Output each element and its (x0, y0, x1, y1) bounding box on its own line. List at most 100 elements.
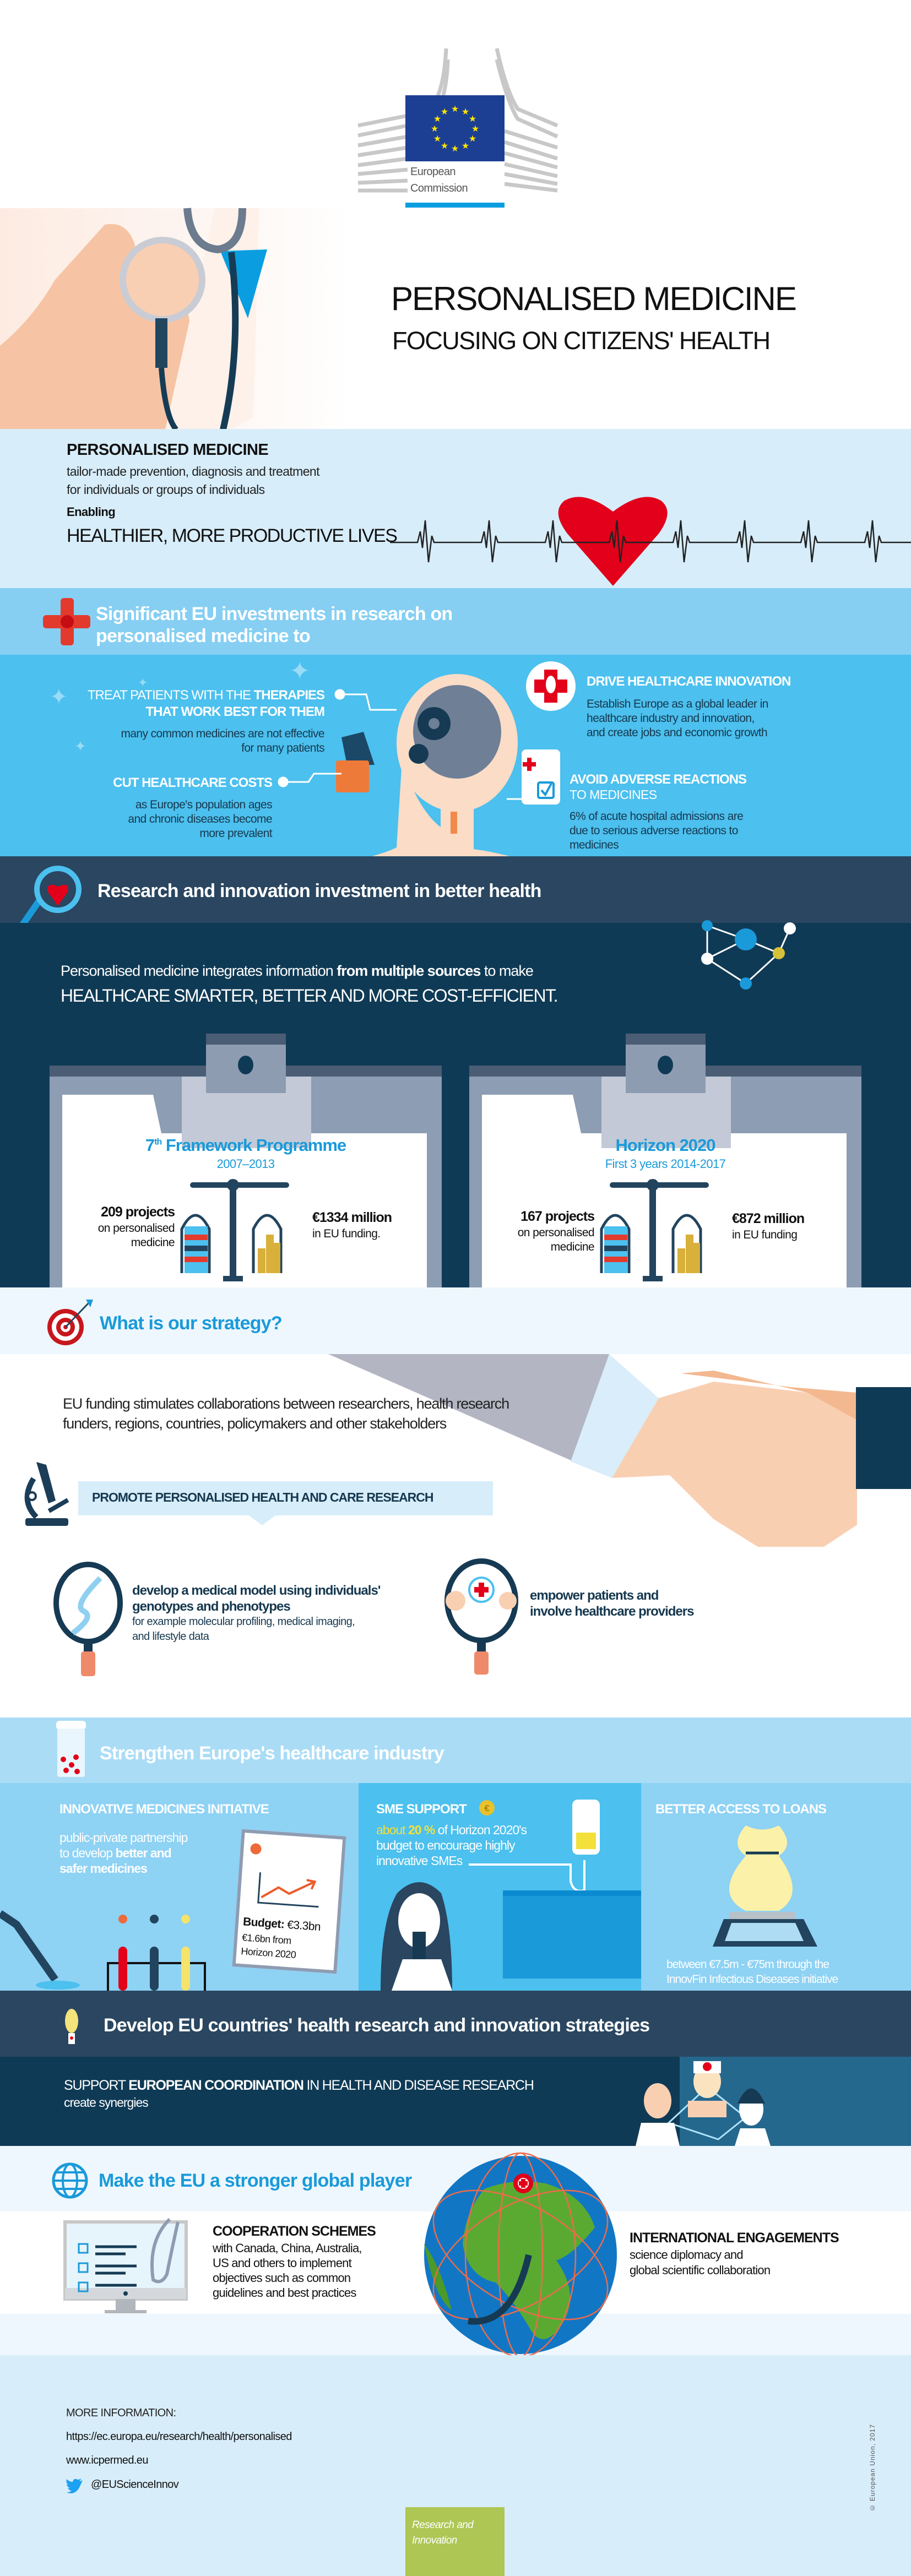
imi-panel: INNOVATIVE MEDICINES INITIATIVE public-p… (0, 1783, 359, 1991)
support-line2: create synergies (64, 2095, 149, 2110)
svg-text:✦: ✦ (50, 685, 68, 709)
funding-amount: €1334 million (312, 1210, 392, 1225)
euro-coin-icon: € (479, 1800, 495, 1816)
logo-line1: European (410, 166, 456, 178)
funding-l2: in EU funding. (312, 1227, 381, 1240)
budget-line1: Budget: €3.3bn (242, 1915, 321, 1934)
industry-title: Strengthen Europe's healthcare industry (100, 1743, 444, 1764)
support-line1: SUPPORT EUROPEAN COORDINATION IN HEALTH … (64, 2078, 534, 2094)
copyright: © European Union, 2017 (869, 2424, 876, 2512)
intro-bold: from multiple sources (337, 963, 481, 979)
strategy-header: What is our strategy? (0, 1287, 911, 1354)
budget-clipboard: Budget: €3.3bn €1.6bn from Horizon 2020 (232, 1829, 346, 1974)
strategy-desc-line1: EU funding stimulates collaborations bet… (63, 1395, 509, 1412)
programme-num: 7 (145, 1135, 155, 1155)
svg-text:★: ★ (433, 134, 441, 144)
costs-desc-line1: as Europe's population ages (135, 798, 273, 811)
logo-underline (405, 203, 505, 208)
handshake-illustration (328, 1354, 911, 1547)
intro-heading: PERSONALISED MEDICINE (67, 441, 269, 459)
research-body: Personalised medicine integrates informa… (0, 920, 911, 1287)
badge-line2: Innovation (412, 2535, 457, 2546)
treat-pre: TREAT PATIENTS WITH THE (87, 688, 254, 703)
imi-desc-bold: better and (115, 1846, 172, 1860)
investments-title-line1: Significant EU investments in research o… (96, 604, 453, 624)
projects-l3: medicine (131, 1236, 175, 1249)
clip-top (206, 1034, 286, 1093)
model-desc-line1: for example molecular profiling, medical… (132, 1616, 355, 1628)
target-icon (47, 1300, 93, 1345)
magnifier-dna-icon (53, 1562, 123, 1676)
countries-title: Develop EU countries' health research an… (104, 2015, 650, 2036)
cooperation-title: COOPERATION SCHEMES (213, 2224, 376, 2239)
adverse-subtitle: TO MEDICINES (570, 787, 657, 802)
model-desc-line2: and lifestyle data (132, 1631, 209, 1643)
link-ec-europa[interactable]: https://ec.europa.eu/research/health/per… (66, 2431, 292, 2443)
svg-text:✦: ✦ (289, 656, 311, 685)
sme-desc-line2: budget to encourage highly (376, 1838, 515, 1852)
research-title: Research and innovation investment in be… (97, 881, 541, 901)
loans-desc-line2: InnovFin Infectious Diseases initiative (666, 1973, 838, 1986)
svg-text:€: € (485, 1804, 490, 1813)
intro-post: to make (480, 963, 534, 979)
growth-chart-icon (250, 1843, 319, 1908)
cooperation-line: objectives such as common (213, 2271, 351, 2285)
projects-count: 167 projects (520, 1209, 595, 1224)
imi-title: INNOVATIVE MEDICINES INITIATIVE (59, 1802, 269, 1817)
projects-l2: on personalised (517, 1226, 595, 1239)
money-bag-scale-icon (713, 1825, 817, 1947)
costs-desc-line3: more prevalent (199, 827, 272, 840)
global-title: Make the EU a stronger global player (99, 2170, 412, 2191)
more-info-label: MORE INFORMATION: (66, 2407, 176, 2419)
sme-desc-line3: innovative SMEs (376, 1854, 463, 1868)
treat-bold: THERAPIES (253, 688, 325, 703)
adverse-desc-line3: medicines (570, 839, 619, 851)
checklist-icon (522, 749, 560, 805)
intro-desc-line2: for individuals or groups of individuals (67, 482, 265, 497)
svg-text:★: ★ (441, 142, 448, 151)
model-line1: develop a medical model using individual… (132, 1583, 381, 1598)
pill-jar-icon (56, 1721, 86, 1777)
magnifier-heart-icon (17, 866, 82, 932)
programme-name: Horizon 2020 (615, 1135, 716, 1155)
test-tubes-icon (0, 1910, 206, 1991)
hero-title: PERSONALISED MEDICINE (391, 280, 797, 317)
heartbeat-icon (390, 497, 911, 586)
research-innovation-badge: Research and Innovation (405, 2507, 505, 2576)
imi-desc-line1: public-private partnership (59, 1830, 188, 1845)
sme-title: SME SUPPORT (376, 1802, 467, 1817)
industry-header: Strengthen Europe's healthcare industry (0, 1718, 911, 1783)
hero-illustration (0, 208, 351, 432)
loans-title: BETTER ACCESS TO LOANS (655, 1802, 827, 1817)
twitter-handle[interactable]: @EUScienceInnov (91, 2479, 179, 2491)
monitor-checklist-icon (63, 2218, 188, 2313)
badge-line1: Research and (412, 2519, 474, 2531)
imi-desc-line3: safer medicines (59, 1861, 148, 1876)
cooperation-line: with Canada, China, Australia, (213, 2241, 362, 2255)
innovation-bulb-icon (526, 661, 576, 711)
footer: MORE INFORMATION: https://ec.europa.eu/r… (0, 2355, 911, 2576)
scientist-illustration (381, 1800, 641, 1991)
imi-desc-line2: to develop better and (59, 1846, 172, 1861)
cooperation-line: US and others to implement (213, 2256, 352, 2270)
programme-card-fp7: 7th Framework Programme 2007–2013 209 pr… (50, 1034, 442, 1287)
innovation-desc-line1: Establish Europe as a global leader in (587, 698, 768, 710)
svg-text:★: ★ (441, 107, 448, 117)
strategy-desc-line2: funders, regions, countries, policymaker… (63, 1415, 447, 1432)
research-intro-line1: Personalised medicine integrates informa… (61, 963, 534, 980)
sme-pct: 20 % (408, 1823, 435, 1837)
link-icpermed[interactable]: www.icpermed.eu (66, 2454, 148, 2466)
loans-desc-line1: between €7.5m - €75m through the (666, 1958, 829, 1971)
intro-tagline: HEALTHIER, MORE PRODUCTIVE LIVES (67, 525, 398, 546)
treat-desc-line2: for many patients (241, 742, 324, 754)
international-title: INTERNATIONAL ENGAGEMENTS (630, 2230, 839, 2246)
budget-value: €3.3bn (284, 1918, 321, 1934)
svg-text:★: ★ (451, 144, 459, 154)
budget-line2: €1.6bn from (241, 1932, 292, 1947)
projects-l2: on personalised (97, 1222, 175, 1235)
scale-books-coins-icon (180, 1179, 289, 1281)
svg-text:★: ★ (469, 134, 476, 144)
international-desc-line1: science diplomacy and (630, 2248, 744, 2262)
intro-enabling: Enabling (67, 505, 116, 519)
stethoscope-hand-icon (0, 208, 267, 432)
